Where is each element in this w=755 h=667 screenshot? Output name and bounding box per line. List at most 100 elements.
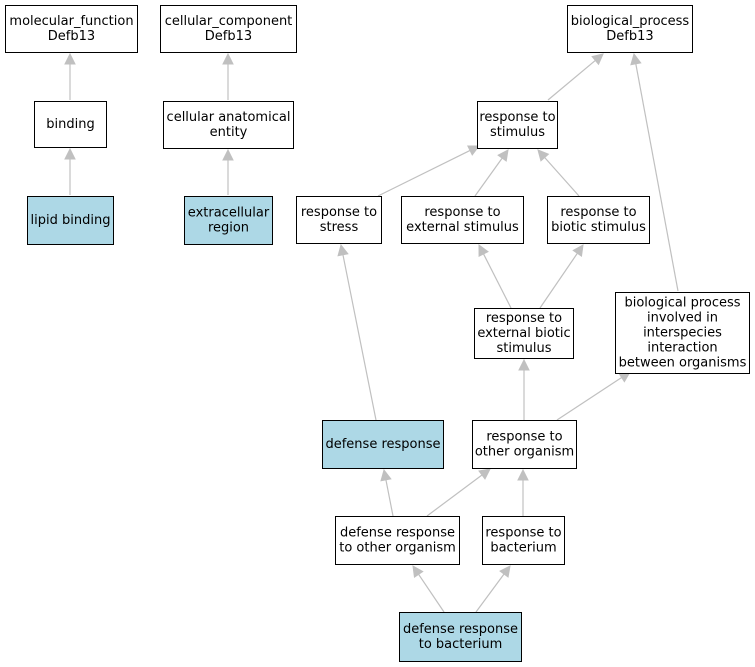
edge-defense_other_org-to-resp_other_org bbox=[426, 468, 491, 517]
node-box bbox=[163, 101, 294, 149]
node-label-line: response to bbox=[485, 526, 561, 541]
edge-resp_bacterium-to-resp_other_org bbox=[517, 468, 529, 516]
edge-resp_ext_biotic-to-resp_ext bbox=[478, 244, 512, 309]
node-label-line: defense response bbox=[340, 526, 455, 541]
node-box bbox=[160, 5, 297, 53]
node-label-line: molecular_function bbox=[9, 14, 133, 29]
edge-extracellular-to-cell_anat bbox=[222, 148, 234, 195]
node-box bbox=[322, 420, 444, 469]
node-label-line: between organisms bbox=[619, 356, 747, 371]
node-box bbox=[184, 196, 273, 245]
node-defense-response[interactable]: defense response bbox=[322, 420, 444, 469]
arrowhead bbox=[337, 243, 349, 257]
node-box bbox=[335, 516, 460, 565]
node-label-line: biological_process bbox=[571, 14, 690, 29]
edge-defense_bacterium-to-resp_bacterium bbox=[475, 565, 511, 613]
edge-line bbox=[475, 573, 505, 613]
node-label-line: stimulus bbox=[490, 125, 545, 140]
edge-resp_other_org-to-resp_ext_biotic bbox=[518, 358, 530, 420]
node-label-line: Defb13 bbox=[205, 29, 252, 44]
node-label-line: entity bbox=[210, 125, 248, 140]
arrowhead bbox=[537, 149, 550, 162]
edge-line bbox=[635, 63, 679, 292]
arrowhead bbox=[572, 244, 584, 257]
node-label-line: external stimulus bbox=[406, 220, 519, 235]
node-label-line: extracellular bbox=[188, 206, 270, 221]
node-label-line: cellular_component bbox=[165, 14, 293, 29]
arrowhead bbox=[497, 149, 509, 162]
node-label-line: response to bbox=[560, 205, 636, 220]
edge-resp_other_org-to-bp_interspecies bbox=[556, 371, 631, 421]
node-label-line: involved in bbox=[647, 311, 718, 326]
node-box bbox=[5, 5, 138, 53]
node-label-line: response to bbox=[424, 205, 500, 220]
arrowhead bbox=[412, 565, 424, 578]
arrowhead bbox=[64, 147, 76, 160]
nodes-layer: molecular_functionDefb13cellular_compone… bbox=[5, 5, 750, 662]
edge-resp_biotic-to-resp_stimulus bbox=[537, 149, 580, 197]
edge-line bbox=[342, 254, 377, 421]
node-box bbox=[399, 612, 522, 662]
arrowhead bbox=[64, 52, 76, 65]
node-box bbox=[615, 292, 750, 374]
arrowhead bbox=[517, 468, 529, 481]
node-label-line: external biotic bbox=[477, 326, 570, 341]
node-label-line: bacterium bbox=[490, 541, 556, 556]
edge-bp_interspecies-to-bp_root bbox=[630, 52, 679, 292]
node-box bbox=[482, 516, 565, 565]
node-label-line: defense response bbox=[403, 622, 518, 637]
arrowhead bbox=[222, 52, 234, 65]
arrowhead bbox=[380, 468, 392, 482]
edge-resp_stimulus-to-bp_root bbox=[547, 53, 604, 101]
arrowhead bbox=[222, 148, 234, 161]
arrowhead bbox=[591, 53, 604, 66]
node-label-line: Defb13 bbox=[48, 29, 95, 44]
node-box bbox=[472, 420, 577, 469]
node-box bbox=[27, 196, 114, 245]
node-label-line: response to bbox=[479, 110, 555, 125]
node-label-line: biological process bbox=[624, 296, 740, 311]
arrowhead bbox=[467, 145, 481, 156]
arrowhead bbox=[478, 468, 491, 480]
node-box bbox=[477, 101, 558, 149]
edge-line bbox=[544, 157, 580, 197]
node-box bbox=[474, 308, 574, 359]
node-binding[interactable]: binding bbox=[34, 101, 107, 148]
node-label-line: response to bbox=[486, 430, 562, 445]
node-label-line: biotic stimulus bbox=[551, 220, 646, 235]
node-label-line: lipid binding bbox=[31, 213, 111, 228]
edge-resp_ext-to-resp_stimulus bbox=[474, 149, 509, 197]
edge-defense_other_org-to-defense_response bbox=[380, 468, 394, 517]
node-lipid-binding[interactable]: lipid binding bbox=[27, 196, 114, 245]
node-label-line: cellular anatomical bbox=[167, 110, 291, 125]
node-label-line: Defb13 bbox=[606, 29, 653, 44]
arrowhead bbox=[478, 244, 489, 257]
node-label-line: interaction bbox=[647, 341, 717, 356]
edge-resp_stress-to-resp_stimulus bbox=[377, 145, 481, 197]
node-label-line: interspecies bbox=[643, 326, 722, 341]
edge-line bbox=[385, 479, 394, 517]
arrowhead bbox=[499, 565, 511, 578]
edge-line bbox=[556, 376, 622, 421]
node-box bbox=[34, 101, 107, 148]
node-label-line: region bbox=[208, 221, 249, 236]
edge-line bbox=[482, 253, 512, 309]
node-label-line: stress bbox=[320, 220, 359, 235]
node-box bbox=[296, 196, 382, 244]
